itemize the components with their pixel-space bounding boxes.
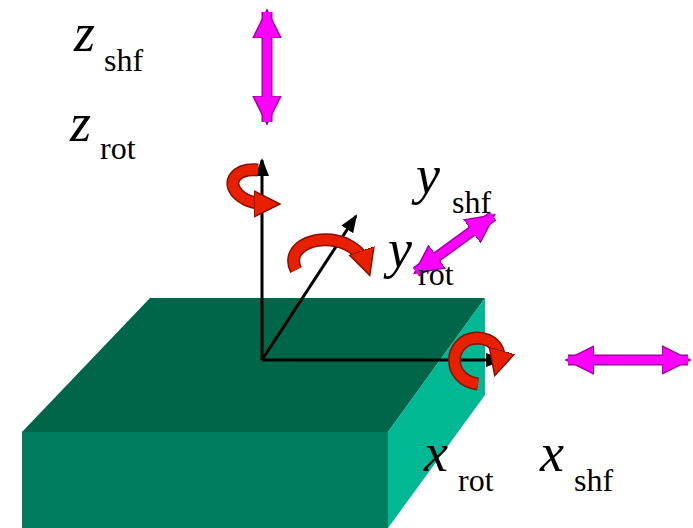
axis-subscript: shf <box>452 186 491 218</box>
axis-subscript: shf <box>574 464 613 496</box>
axis-letter: z <box>74 6 95 60</box>
z-axis <box>261 160 264 360</box>
axis-subscript: rot <box>418 258 454 290</box>
axis-letter: x <box>540 426 564 480</box>
slab-front <box>22 432 388 528</box>
axis-subscript: shf <box>104 44 143 76</box>
axis-subscript: rot <box>458 464 494 496</box>
rotation-arrow-outline <box>455 338 500 384</box>
shift-arrow-outline <box>568 355 688 366</box>
axis-letter: y <box>388 222 412 276</box>
rotation-arrow-outline <box>233 170 268 204</box>
axis-subscript: rot <box>100 132 136 164</box>
axis-letter: y <box>416 148 440 202</box>
rotation-arrow-outline <box>294 240 366 270</box>
z-shift-arrow <box>263 12 271 122</box>
axis-letter: x <box>424 426 448 480</box>
y-rotation-arrow <box>294 240 366 270</box>
x-rotation-arrow <box>455 338 500 384</box>
z-rotation-arrow <box>233 170 268 204</box>
x-shift-arrow <box>568 356 688 364</box>
shift-arrow-outline <box>262 12 273 122</box>
axis-letter: z <box>70 96 91 150</box>
x-axis <box>262 359 502 362</box>
